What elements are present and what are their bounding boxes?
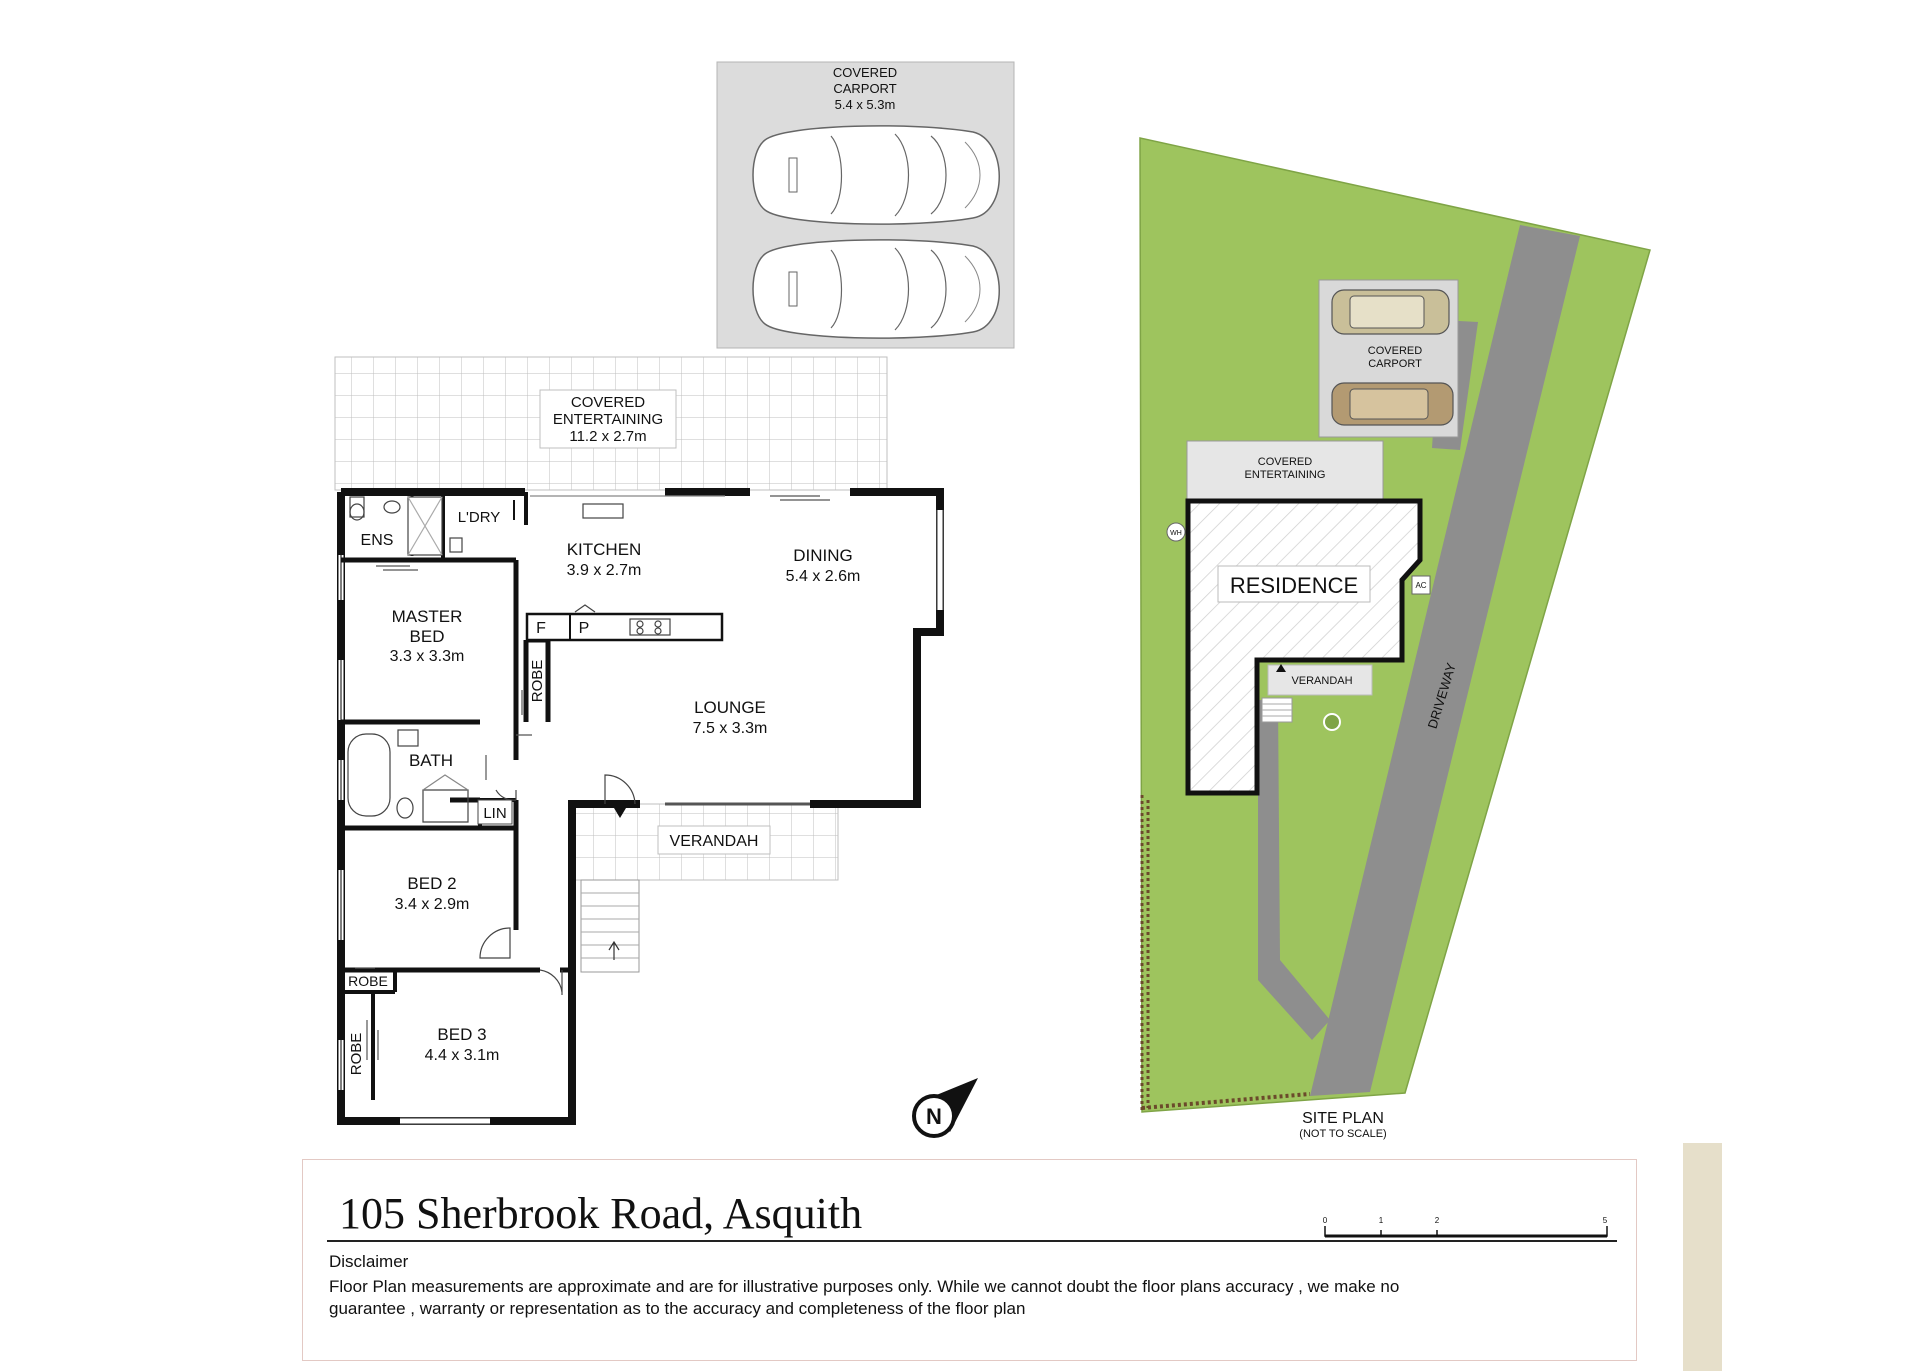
master-size: 3.3 x 3.3m [390, 648, 465, 665]
scale-bar: 0 1 2 5 [1323, 1216, 1608, 1238]
bed2-robe-label: ROBE [348, 973, 388, 989]
water-heater-label: WH [1170, 530, 1182, 537]
ensuite-label: ENS [361, 532, 394, 549]
pantry-label: P [579, 620, 590, 637]
water-heater-marker [1166, 522, 1186, 542]
path [1258, 700, 1330, 1040]
site-entertaining [1186, 440, 1384, 500]
site-carport-label-1: COVERED [1368, 345, 1422, 357]
carport-size: 5.4 x 5.3m [835, 97, 896, 112]
car-bottom [752, 239, 1000, 339]
master-label-1: MASTER [392, 607, 463, 626]
entertaining-label-2: ENTERTAINING [553, 411, 663, 428]
site-entry-arrow-icon [1276, 664, 1286, 672]
entry-arrow-icon [614, 808, 626, 818]
disclaimer-title: Disclaimer [329, 1252, 409, 1271]
room-labels: ENS L'DRY KITCHEN 3.9 x 2.7m DINING 5.4 … [348, 509, 860, 1075]
kitchen-size: 3.9 x 2.7m [567, 562, 642, 579]
site-car-1 [1331, 289, 1450, 335]
carport-label-1: COVERED [833, 65, 897, 80]
master-label-2: BED [410, 627, 445, 646]
linen-cupboard [477, 799, 513, 825]
site-entertaining-label-2: ENTERTAINING [1245, 469, 1326, 481]
fixtures [347, 495, 830, 1060]
site-plan-subtitle: (NOT TO SCALE) [1299, 1128, 1386, 1140]
bed3-label: BED 3 [437, 1025, 486, 1044]
footer-panel: 105 Sherbrook Road, Asquith Disclaimer F… [302, 1159, 1637, 1361]
driveway [1310, 225, 1580, 1096]
scale-label-1: 1 [1379, 1216, 1384, 1225]
garden-bed-bottom [1141, 1092, 1311, 1110]
air-conditioner-marker [1411, 575, 1431, 595]
linen-label: LIN [483, 805, 506, 822]
laundry-label: L'DRY [458, 509, 501, 526]
bath-label: BATH [409, 751, 453, 770]
lounge-label: LOUNGE [694, 698, 766, 717]
fridge-label: F [536, 620, 546, 637]
floor-plan-drawing: COVERED CARPORT 5.4 x 5.3m COVERED ENTER… [334, 61, 1651, 1140]
site-plan-title: SITE PLAN [1302, 1110, 1384, 1127]
disclaimer-text: Floor Plan measurements are approximate … [329, 1277, 1400, 1318]
bed2-label: BED 2 [407, 874, 456, 893]
kitchen-label: KITCHEN [567, 540, 642, 559]
compass-icon: N [912, 1078, 978, 1138]
covered-entertaining: COVERED ENTERTAINING 11.2 x 2.7m [334, 356, 888, 491]
bed3-robe-label: ROBE [348, 1033, 365, 1076]
site-residence-label: RESIDENCE [1230, 573, 1358, 598]
carport-label-2: CARPORT [833, 81, 896, 96]
bed3-size: 4.4 x 3.1m [425, 1047, 500, 1064]
compass-letter: N [926, 1104, 942, 1129]
dining-size: 5.4 x 2.6m [786, 568, 861, 585]
property-address: 105 Sherbrook Road, Asquith [339, 1189, 863, 1238]
house-walls [337, 488, 944, 1125]
stair-arrow-icon [608, 940, 620, 960]
site-car-2 [1331, 382, 1454, 426]
carport: COVERED CARPORT 5.4 x 5.3m [716, 61, 1015, 349]
entertaining-label-1: COVERED [571, 394, 645, 411]
scale-label-0: 0 [1323, 1216, 1328, 1225]
dining-label: DINING [793, 546, 853, 565]
lounge-size: 7.5 x 3.3m [693, 720, 768, 737]
verandah-label: VERANDAH [670, 833, 759, 850]
address-rule [327, 1240, 1617, 1242]
entertaining-size: 11.2 x 2.7m [569, 428, 646, 445]
door-swings [479, 774, 636, 995]
tree-icon [1323, 713, 1341, 731]
car-top [752, 125, 1000, 225]
site-plan: COVERED CARPORT COVERED ENTERTAINING RES… [1139, 137, 1651, 1140]
side-color-strip [1683, 1143, 1722, 1371]
garden-bed-left [1140, 795, 1150, 1110]
site-entertaining-label-1: COVERED [1258, 456, 1312, 468]
verandah: VERANDAH [574, 803, 839, 973]
scale-label-2: 2 [1435, 1216, 1440, 1225]
air-conditioner-label: AC [1415, 581, 1426, 590]
site-verandah-label: VERANDAH [1291, 675, 1352, 687]
site-carport-label-2: CARPORT [1368, 358, 1422, 370]
master-robe-label: ROBE [529, 660, 546, 703]
bed2-size: 3.4 x 2.9m [395, 896, 470, 913]
scale-label-5: 5 [1603, 1216, 1608, 1225]
